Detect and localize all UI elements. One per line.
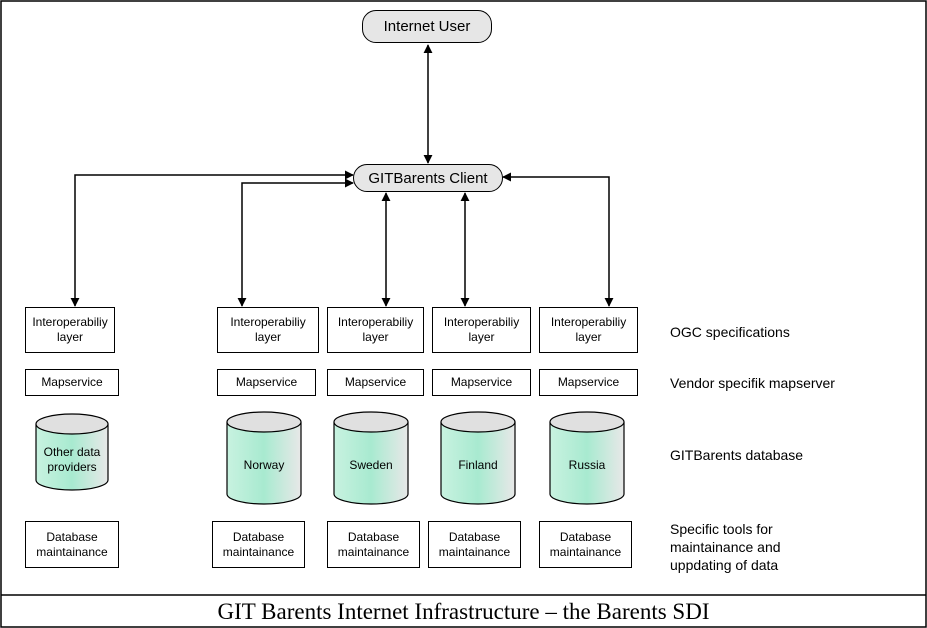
cylinder-col4	[440, 411, 516, 505]
arrow-client-col1	[70, 170, 354, 307]
cylinder-col3	[333, 411, 409, 505]
mapservice-box-col2: Mapservice	[217, 369, 316, 396]
db-maintenance-box-col3: Database maintainance	[327, 521, 420, 568]
mapservice-box-col5: Mapservice	[539, 369, 638, 396]
interop-box-col2: Interoperabiliy layer	[217, 307, 319, 353]
cylinder-col5	[549, 411, 625, 505]
database-label-col1: Other data providers	[43, 445, 101, 474]
row-label-ogc: OGC specifications	[670, 324, 790, 340]
internet-user-node: Internet User	[362, 10, 492, 43]
db-maintenance-box-col2: Database maintainance	[212, 521, 305, 568]
mapservice-box-col1: Mapservice	[25, 369, 119, 396]
row-label-tools: Specific tools for maintainance and uppd…	[670, 521, 781, 573]
row-label-vendor: Vendor specifik mapserver	[670, 375, 835, 391]
cylinder-col2	[226, 411, 302, 505]
mapservice-box-col3: Mapservice	[327, 369, 424, 396]
interop-box-col5: Interoperabiliy layer	[539, 307, 638, 353]
mapservice-box-col4: Mapservice	[432, 369, 531, 396]
arrow-client-col5	[502, 172, 614, 307]
row-label-database: GITBarents database	[670, 447, 804, 463]
figure-caption: GIT Barents Internet Infrastructure – th…	[217, 598, 710, 624]
interop-box-col4: Interoperabiliy layer	[432, 307, 531, 353]
arrow-client-col2	[237, 178, 354, 307]
gitbarents-client-node: GITBarents Client	[353, 164, 503, 192]
database-label-col5: Russia	[568, 457, 606, 472]
db-maintenance-box-col4: Database maintainance	[428, 521, 521, 568]
db-maintenance-box-col5: Database maintainance	[539, 521, 632, 568]
database-label-col4: Finland	[458, 457, 498, 472]
cylinder-col1	[35, 413, 109, 491]
interop-box-col3: Interoperabiliy layer	[327, 307, 424, 353]
database-label-col3: Sweden	[349, 457, 393, 472]
database-label-col2: Norway	[243, 457, 285, 472]
interop-box-col1: Interoperabiliy layer	[25, 307, 115, 353]
db-maintenance-box-col1: Database maintainance	[25, 521, 119, 568]
